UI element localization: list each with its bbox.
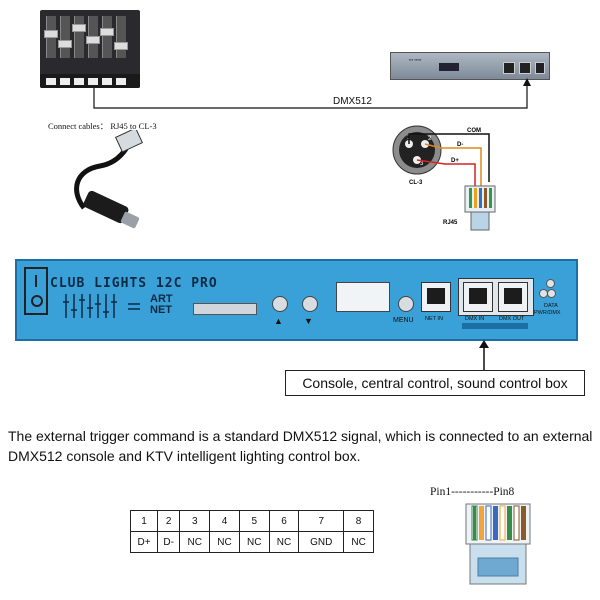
port-pin-strip [462, 323, 528, 329]
com-label: COM [467, 128, 481, 134]
rj45-connector-icon [465, 503, 531, 585]
dmx-in-label: DMX IN [465, 316, 485, 322]
cl3-label: CL-3 [409, 180, 423, 186]
pin-number: 4 [209, 510, 240, 532]
down-button[interactable] [302, 296, 318, 312]
dmx-out-label: DMX OUT [499, 316, 525, 322]
pin-range-label: Pin1-----------Pin8 [430, 486, 515, 498]
down-arrow-icon: ▼ [304, 316, 313, 326]
xlr-pin-2: 2 [428, 136, 432, 142]
dmx-in-port[interactable] [463, 282, 493, 312]
pin-number: 5 [238, 510, 270, 532]
pin-number: 3 [179, 510, 211, 532]
xlr-pin-3: 3 [420, 161, 424, 167]
menu-button[interactable] [398, 296, 414, 312]
artnet-logo-line2: NET [150, 304, 172, 316]
artnet-logo: ART NET [150, 294, 173, 316]
pin-signal: NC [238, 531, 270, 553]
pin-signal: NC [209, 531, 240, 553]
net-in-port[interactable] [421, 282, 451, 312]
connect-cables-text: Connect cables： RJ45 to CL-3 [48, 121, 157, 131]
pin-signal: NC [268, 531, 300, 553]
up-button[interactable] [272, 296, 288, 312]
artnet-logo-t: T [165, 293, 173, 305]
rj45-label: RJ45 [443, 220, 458, 226]
net-in-label: NET IN [425, 316, 443, 322]
pin-signal: NC [179, 531, 211, 553]
menu-label: MENU [393, 317, 414, 324]
artnet-logo-line1: AR [150, 293, 166, 305]
description-text: The external trigger command is a standa… [8, 428, 593, 464]
pin-signal: GND [298, 531, 345, 553]
pin-table: 1 2 3 4 5 6 7 8 D+ D- NC NC NC NC GND NC [129, 510, 374, 553]
pin-signal-row: D+ D- NC NC NC NC GND NC [129, 531, 374, 553]
callout-arrow [479, 340, 489, 370]
pin-number: 8 [343, 510, 374, 532]
data-label: DATA [544, 303, 558, 309]
pin-number: 6 [268, 510, 300, 532]
fader-logo-icon [63, 294, 140, 318]
status-led [546, 279, 555, 288]
rj45-to-xlr-cable-photo [74, 130, 144, 229]
data-led-2 [547, 289, 556, 298]
power-switch[interactable] [24, 267, 48, 315]
pin-number-row: 1 2 3 4 5 6 7 8 [129, 510, 374, 532]
dmx-out-port[interactable] [498, 282, 528, 312]
lighting-console-photo [40, 10, 140, 88]
xlr-wiring-diagram: 1 2 3 COM D- D+ CL-3 RJ45 [392, 125, 496, 231]
pin-signal: NC [343, 531, 374, 553]
pin-number: 2 [157, 510, 181, 532]
pin-number: 7 [298, 510, 345, 532]
callout-box: Console, central control, sound control … [285, 370, 585, 396]
pin-signal: D+ [129, 531, 159, 553]
pin-number: 1 [129, 510, 159, 532]
pin-signal: D- [157, 531, 181, 553]
up-arrow-icon: ▲ [274, 316, 283, 326]
dmx-controller-device-photo: ▪▪▪ ▪▪▪▪▪ [390, 52, 550, 80]
lcd-display [336, 282, 390, 312]
d-minus-label: D- [457, 142, 463, 148]
d-plus-label: D+ [451, 158, 459, 164]
device-brand-name: CLUB LIGHTS 12C PRO [50, 276, 218, 291]
card-slot [193, 303, 257, 315]
dmx-connection-line [93, 78, 531, 109]
dmx512-label: DMX512 [333, 96, 372, 107]
pwr-dmx-label: PWR/DMX [534, 310, 561, 316]
